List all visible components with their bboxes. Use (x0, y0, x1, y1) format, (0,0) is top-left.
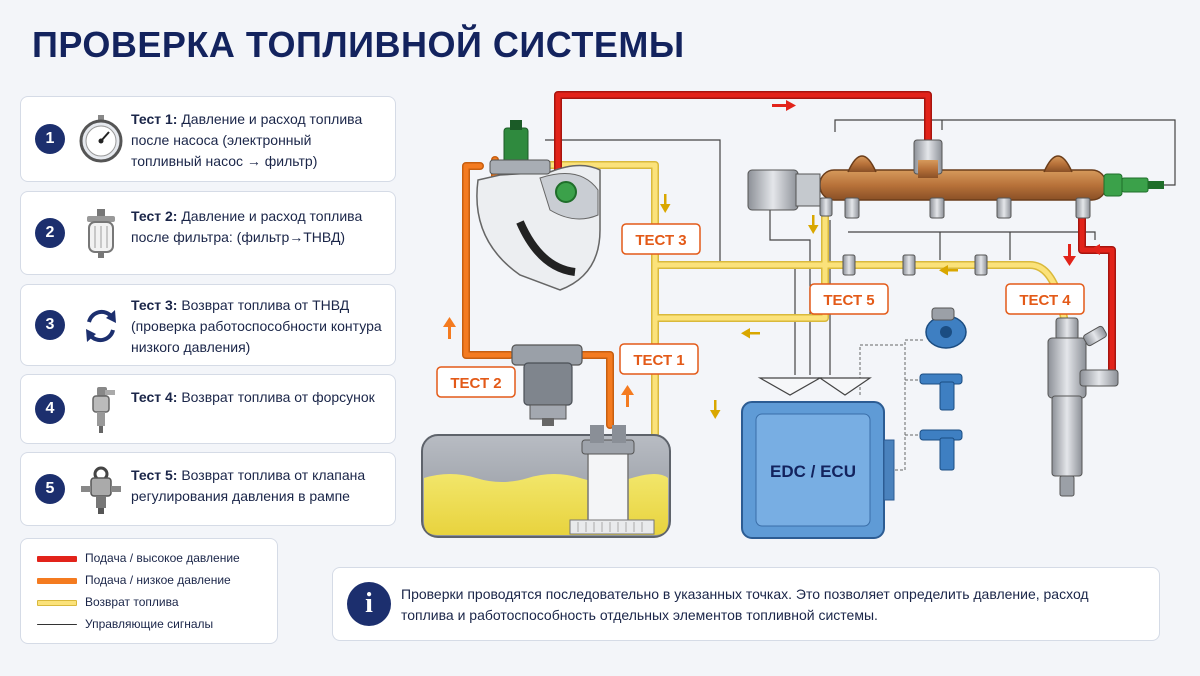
arrow-up-icon (621, 385, 634, 407)
test-label-text: ТЕСТ 3 (635, 232, 686, 249)
legend-swatch (37, 556, 77, 562)
legend-label: Подача / низкое давление (85, 573, 231, 587)
test-card-4[interactable]: 4 Тест 4: Возврат топлива от форсунок (20, 374, 396, 444)
arrow-down-icon (660, 194, 671, 213)
legend-swatch (37, 578, 77, 584)
test-label-5: ТЕСТ 5 (809, 283, 889, 315)
fuel-filter (511, 344, 583, 426)
test-card-3[interactable]: 3 Тест 3: Возврат топлива от ТНВД (прове… (20, 284, 396, 366)
test-label-1: ТЕСТ 1 (619, 343, 699, 375)
test-label-3: ТЕСТ 3 (621, 223, 701, 255)
page-title: ПРОВЕРКА ТОПЛИВНОЙ СИСТЕМЫ (32, 24, 685, 65)
sensors (919, 307, 967, 471)
arrow-left-icon (1090, 244, 1114, 255)
ecu-unit[interactable]: EDC / ECU (741, 401, 895, 539)
info-text: Проверки проводятся последовательно в ук… (401, 586, 1089, 623)
ecu-label: EDC / ECU (770, 462, 856, 481)
legend-label: Подача / высокое давление (85, 551, 240, 565)
legend: Подача / высокое давление Подача / низко… (20, 538, 278, 644)
common-rail (747, 139, 1164, 219)
step-number: 3 (35, 310, 65, 340)
legend-label: Управляющие сигналы (85, 617, 214, 631)
step-number: 4 (35, 394, 65, 424)
ecu-input-arrow (818, 377, 872, 396)
test-description: Тест 2: Давление и расход топлива после … (131, 208, 363, 245)
arrow-left-icon (939, 265, 958, 276)
legend-label: Возврат топлива (85, 595, 179, 609)
ecu-input-arrow (757, 377, 823, 396)
test-description: Тест 5: Возврат топлива от клапана регул… (131, 467, 366, 504)
fuel-filter-icon (87, 209, 115, 258)
test-description: Тест 4: Возврат топлива от форсунок (131, 389, 375, 405)
arrow-left-icon (741, 328, 760, 339)
fuel-injector (1047, 317, 1119, 497)
test-label-4: ТЕСТ 4 (1005, 283, 1085, 315)
circular-arrows-icon (86, 309, 116, 343)
step-number: 1 (35, 124, 65, 154)
arrow-down-icon (710, 400, 721, 419)
step-number: 5 (35, 474, 65, 504)
pressure-valve-icon (81, 466, 121, 514)
test-label-text: ТЕСТ 4 (1019, 292, 1071, 309)
legend-swatch (37, 600, 77, 606)
test-label-text: ТЕСТ 2 (450, 375, 501, 392)
step-number: 2 (35, 218, 65, 248)
return-line-fittings (842, 254, 988, 276)
arrow-up-icon (443, 317, 456, 339)
fuel-tank (421, 425, 671, 538)
info-icon: i (347, 582, 391, 626)
info-box: i Проверки проводятся последовательно в … (332, 567, 1160, 641)
low-pressure-lines (462, 156, 614, 429)
test-label-2: ТЕСТ 2 (436, 366, 516, 398)
high-pressure-pump (476, 120, 601, 291)
injector-return-icon (92, 387, 115, 433)
test-description: Тест 3: Возврат топлива от ТНВД (проверк… (131, 297, 382, 355)
arrow-down-icon (808, 215, 819, 234)
arrow-right-icon (772, 100, 796, 111)
test-card-5[interactable]: 5 Тест 5: Возврат топлива от клапана рег… (20, 452, 396, 526)
test-card-1[interactable]: 1 Тест 1: Давление и расход топлива посл… (20, 96, 396, 182)
test-labels: ТЕСТ 1 ТЕСТ 2 ТЕСТ 3 ТЕСТ 4 ТЕСТ 5 (436, 223, 1085, 398)
test-card-2[interactable]: 2 Тест 2: Давление и расход топлива посл… (20, 191, 396, 275)
pressure-gauge-icon (79, 115, 123, 163)
arrow-down-icon (1063, 244, 1076, 266)
legend-swatch (37, 624, 77, 625)
test-description: Тест 1: Давление и расход топлива после … (131, 111, 363, 169)
flow-arrows (443, 100, 1114, 419)
test-label-text: ТЕСТ 5 (823, 292, 874, 309)
test-label-text: ТЕСТ 1 (633, 352, 684, 369)
